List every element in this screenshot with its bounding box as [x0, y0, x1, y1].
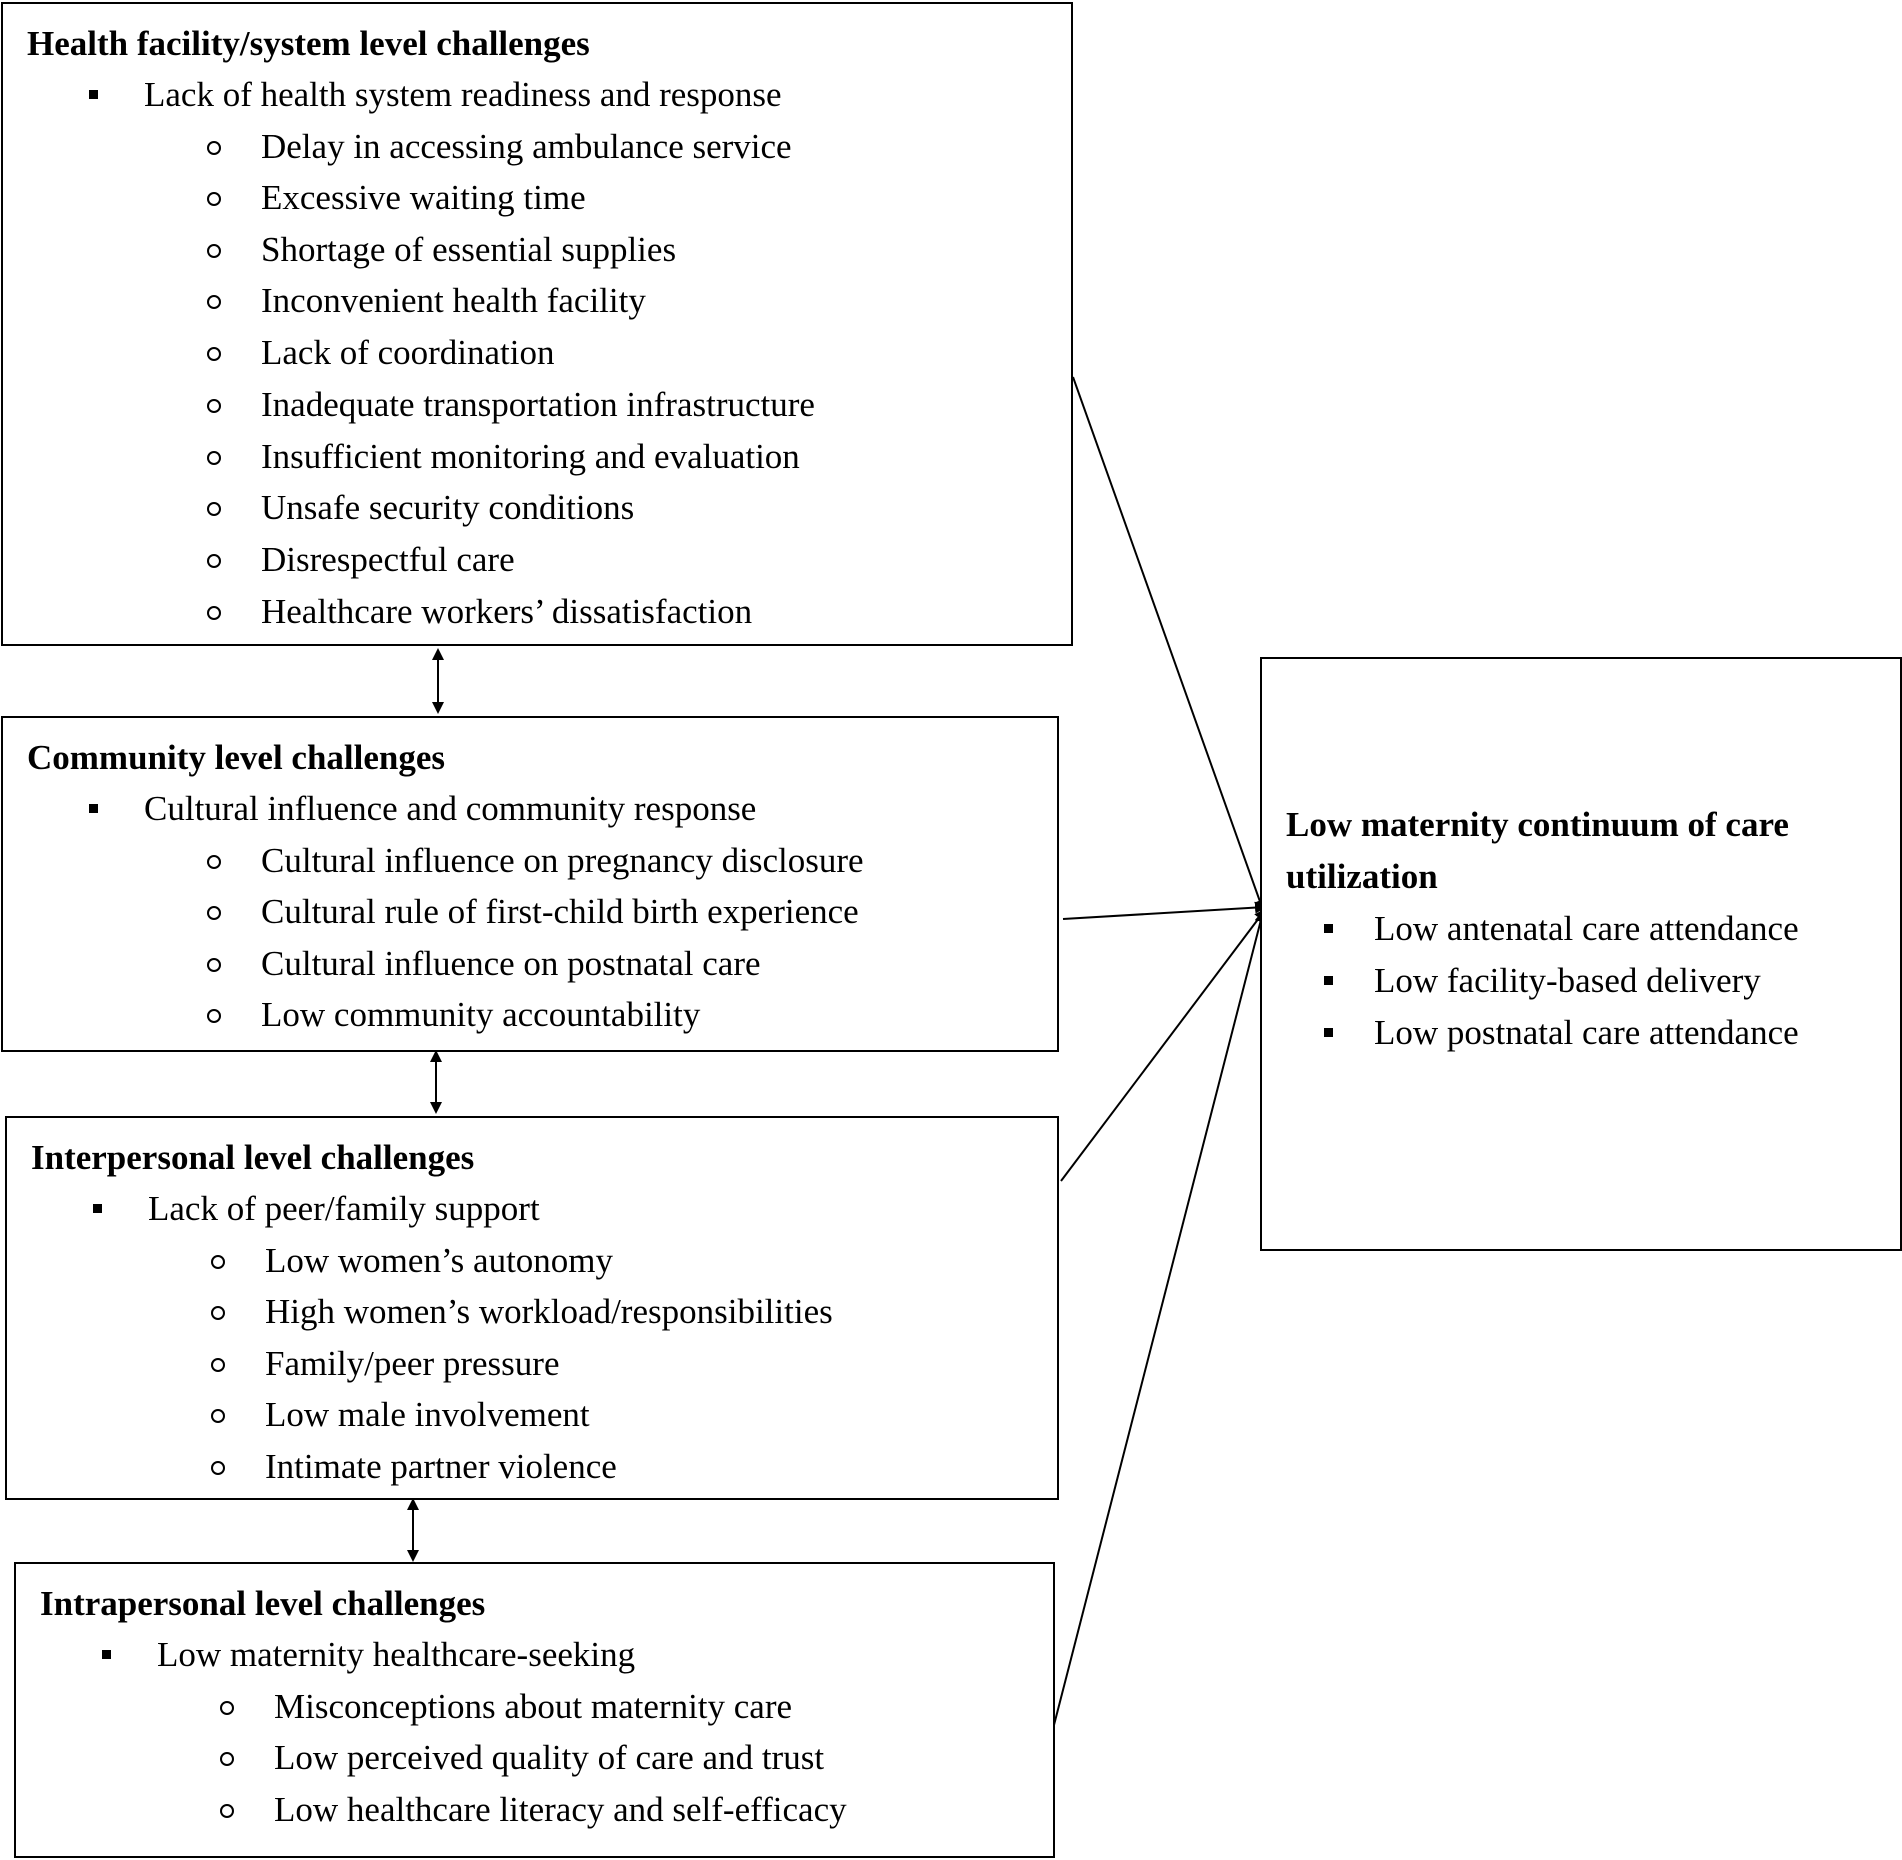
list-item-label: Low women’s autonomy — [265, 1241, 614, 1280]
intrapersonal-title: Intrapersonal level challenges — [40, 1584, 486, 1623]
arrow-intrapersonal-to-outcome — [1053, 910, 1267, 1726]
list-item-label: Lack of coordination — [261, 333, 555, 372]
list-item-label: Low community accountability — [261, 995, 701, 1034]
square-bullet-icon — [1324, 976, 1333, 985]
list-item-label: Low postnatal care attendance — [1374, 1013, 1799, 1052]
list-item-label: Cultural influence on pregnancy disclosu… — [261, 841, 864, 880]
list-item-label: Misconceptions about maternity care — [274, 1687, 793, 1726]
list-item-label: Unsafe security conditions — [261, 488, 635, 527]
circle-bullet-icon — [207, 399, 221, 413]
outcome-box: Low maternity continuum of care utilizat… — [1260, 657, 1902, 1251]
list-item-label: Low healthcare literacy and self-efficac… — [274, 1790, 847, 1829]
circle-bullet-icon — [207, 295, 221, 309]
circle-bullet-icon — [207, 606, 221, 620]
list-item-label: Excessive waiting time — [261, 178, 586, 217]
square-bullet-icon — [93, 1204, 102, 1213]
list-item-label: Low perceived quality of care and trust — [274, 1738, 825, 1777]
list-item-label: Family/peer pressure — [265, 1344, 560, 1383]
list-item-label: Low facility-based delivery — [1374, 961, 1761, 1000]
circle-bullet-icon — [207, 554, 221, 568]
square-bullet-icon — [89, 90, 98, 99]
circle-bullet-icon — [207, 958, 221, 972]
circle-bullet-icon — [207, 906, 221, 920]
square-bullet-icon — [89, 804, 98, 813]
list-item-label: Cultural influence on postnatal care — [261, 944, 761, 983]
interpersonal-box: Interpersonal level challenges Lack of p… — [5, 1116, 1059, 1500]
circle-bullet-icon — [211, 1358, 225, 1372]
outcome-title: Low maternity continuum of care utilizat… — [1286, 805, 1789, 896]
list-item-label: Low antenatal care attendance — [1374, 909, 1799, 948]
theme-label: Cultural influence and community respons… — [144, 789, 757, 828]
health-facility-box: Health facility/system level challenges … — [1, 2, 1073, 646]
arrow-community-to-outcome — [1062, 901, 1267, 920]
circle-bullet-icon — [207, 1009, 221, 1023]
circle-bullet-icon — [220, 1752, 234, 1766]
list-item-label: Delay in accessing ambulance service — [261, 127, 792, 166]
circle-bullet-icon — [207, 141, 221, 155]
intrapersonal-box: Intrapersonal level challenges Low mater… — [14, 1562, 1055, 1858]
list-item-label: Insufficient monitoring and evaluation — [261, 437, 800, 476]
theme-label: Lack of health system readiness and resp… — [144, 75, 782, 114]
theme-label: Low maternity healthcare-seeking — [157, 1635, 636, 1674]
community-title: Community level challenges — [27, 738, 446, 777]
interpersonal-title: Interpersonal level challenges — [31, 1138, 475, 1177]
circle-bullet-icon — [220, 1701, 234, 1715]
square-bullet-icon — [102, 1650, 111, 1659]
list-item-label: Intimate partner violence — [265, 1447, 617, 1486]
circle-bullet-icon — [207, 192, 221, 206]
theme-label: Lack of peer/family support — [148, 1189, 540, 1228]
circle-bullet-icon — [207, 855, 221, 869]
circle-bullet-icon — [207, 347, 221, 361]
circle-bullet-icon — [211, 1409, 225, 1423]
list-item-label: Disrespectful care — [261, 540, 515, 579]
circle-bullet-icon — [211, 1306, 225, 1320]
list-item-label: Cultural rule of first-child birth exper… — [261, 892, 859, 931]
list-item-label: Healthcare workers’ dissatisfaction — [261, 592, 753, 631]
list-item-label: High women’s workload/responsibilities — [265, 1292, 833, 1331]
list-item-label: Shortage of essential supplies — [261, 230, 677, 269]
circle-bullet-icon — [207, 451, 221, 465]
list-item-label: Inadequate transportation infrastructure — [261, 385, 815, 424]
circle-bullet-icon — [207, 244, 221, 258]
list-item-label: Inconvenient health facility — [261, 281, 646, 320]
circle-bullet-icon — [207, 502, 221, 516]
square-bullet-icon — [1324, 1028, 1333, 1037]
circle-bullet-icon — [220, 1804, 234, 1818]
circle-bullet-icon — [211, 1255, 225, 1269]
list-item-label: Low male involvement — [265, 1395, 590, 1434]
square-bullet-icon — [1324, 924, 1333, 933]
health-facility-title: Health facility/system level challenges — [27, 24, 590, 63]
community-box: Community level challenges Cultural infl… — [1, 716, 1059, 1052]
arrow-health-to-outcome — [1072, 376, 1266, 912]
circle-bullet-icon — [211, 1461, 225, 1475]
arrow-interpersonal-to-outcome — [1060, 908, 1267, 1182]
